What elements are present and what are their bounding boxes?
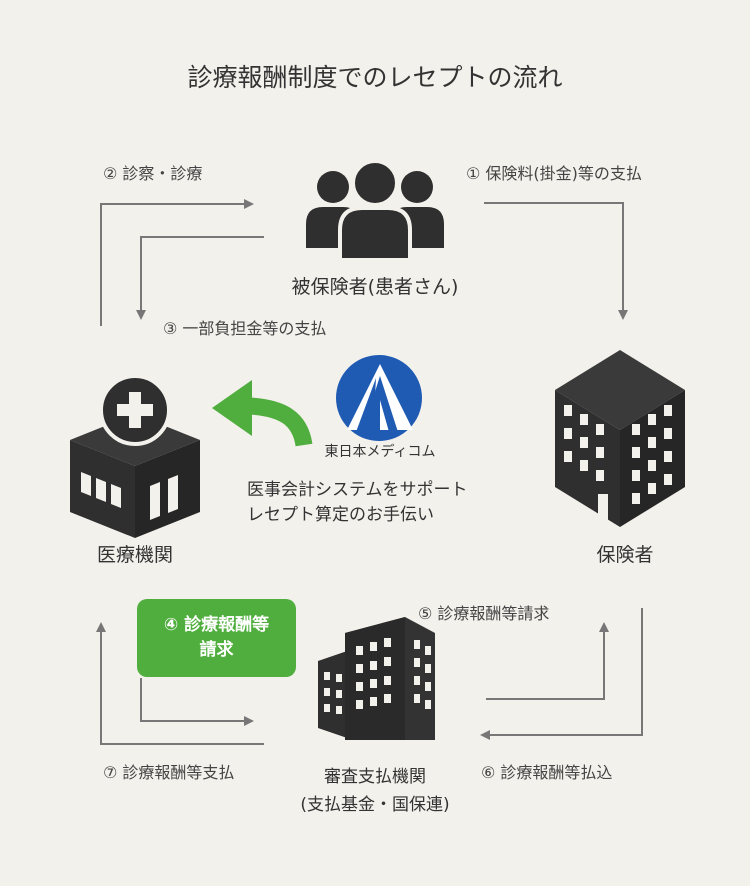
insurer-label: 保険者 bbox=[596, 544, 654, 566]
hospital-label: 医療機関 bbox=[96, 544, 173, 566]
step4-label-line2: 請求 bbox=[199, 640, 234, 660]
patient-label: 被保険者(患者さん) bbox=[291, 276, 459, 298]
step6-label: ⑥ 診療報酬等払込 bbox=[481, 763, 613, 782]
company-desc-line2: レセプト算定のお手伝い bbox=[247, 505, 434, 525]
company-desc-line1: 医事会計システムをサポート bbox=[247, 480, 468, 500]
arrow-step7 bbox=[96, 622, 264, 745]
step4-label-line1: ④ 診療報酬等 bbox=[163, 615, 270, 636]
people-icon bbox=[306, 159, 444, 262]
office-building-icon bbox=[555, 350, 685, 527]
hospital-icon bbox=[70, 374, 200, 538]
step4-badge: ④ 診療報酬等 請求 bbox=[137, 599, 296, 677]
arrow-step4 bbox=[140, 678, 254, 726]
arrow-step5 bbox=[486, 622, 609, 700]
company-name: 東日本メディコム bbox=[324, 444, 436, 460]
arrow-step1 bbox=[484, 202, 628, 320]
step1-label: ① 保険料(掛金)等の支払 bbox=[466, 164, 642, 183]
review-org-label-line1: 審査支払機関 bbox=[324, 767, 426, 787]
page-title: 診療報酬制度でのレセプトの流れ bbox=[187, 63, 563, 92]
step3-label: ③ 一部負担金等の支払 bbox=[163, 319, 327, 338]
curved-arrow-icon bbox=[212, 380, 313, 447]
company-logo bbox=[336, 355, 422, 441]
step5-label: ⑤ 診療報酬等請求 bbox=[418, 604, 550, 623]
arrow-step2 bbox=[100, 199, 254, 326]
review-building-icon bbox=[318, 617, 435, 740]
arrow-step6 bbox=[480, 608, 643, 740]
arrow-step3 bbox=[136, 236, 264, 320]
step7-label: ⑦ 診療報酬等支払 bbox=[103, 763, 235, 782]
step2-label: ② 診察・診療 bbox=[103, 164, 203, 183]
review-org-label-line2: (支払基金・国保連) bbox=[300, 795, 450, 815]
